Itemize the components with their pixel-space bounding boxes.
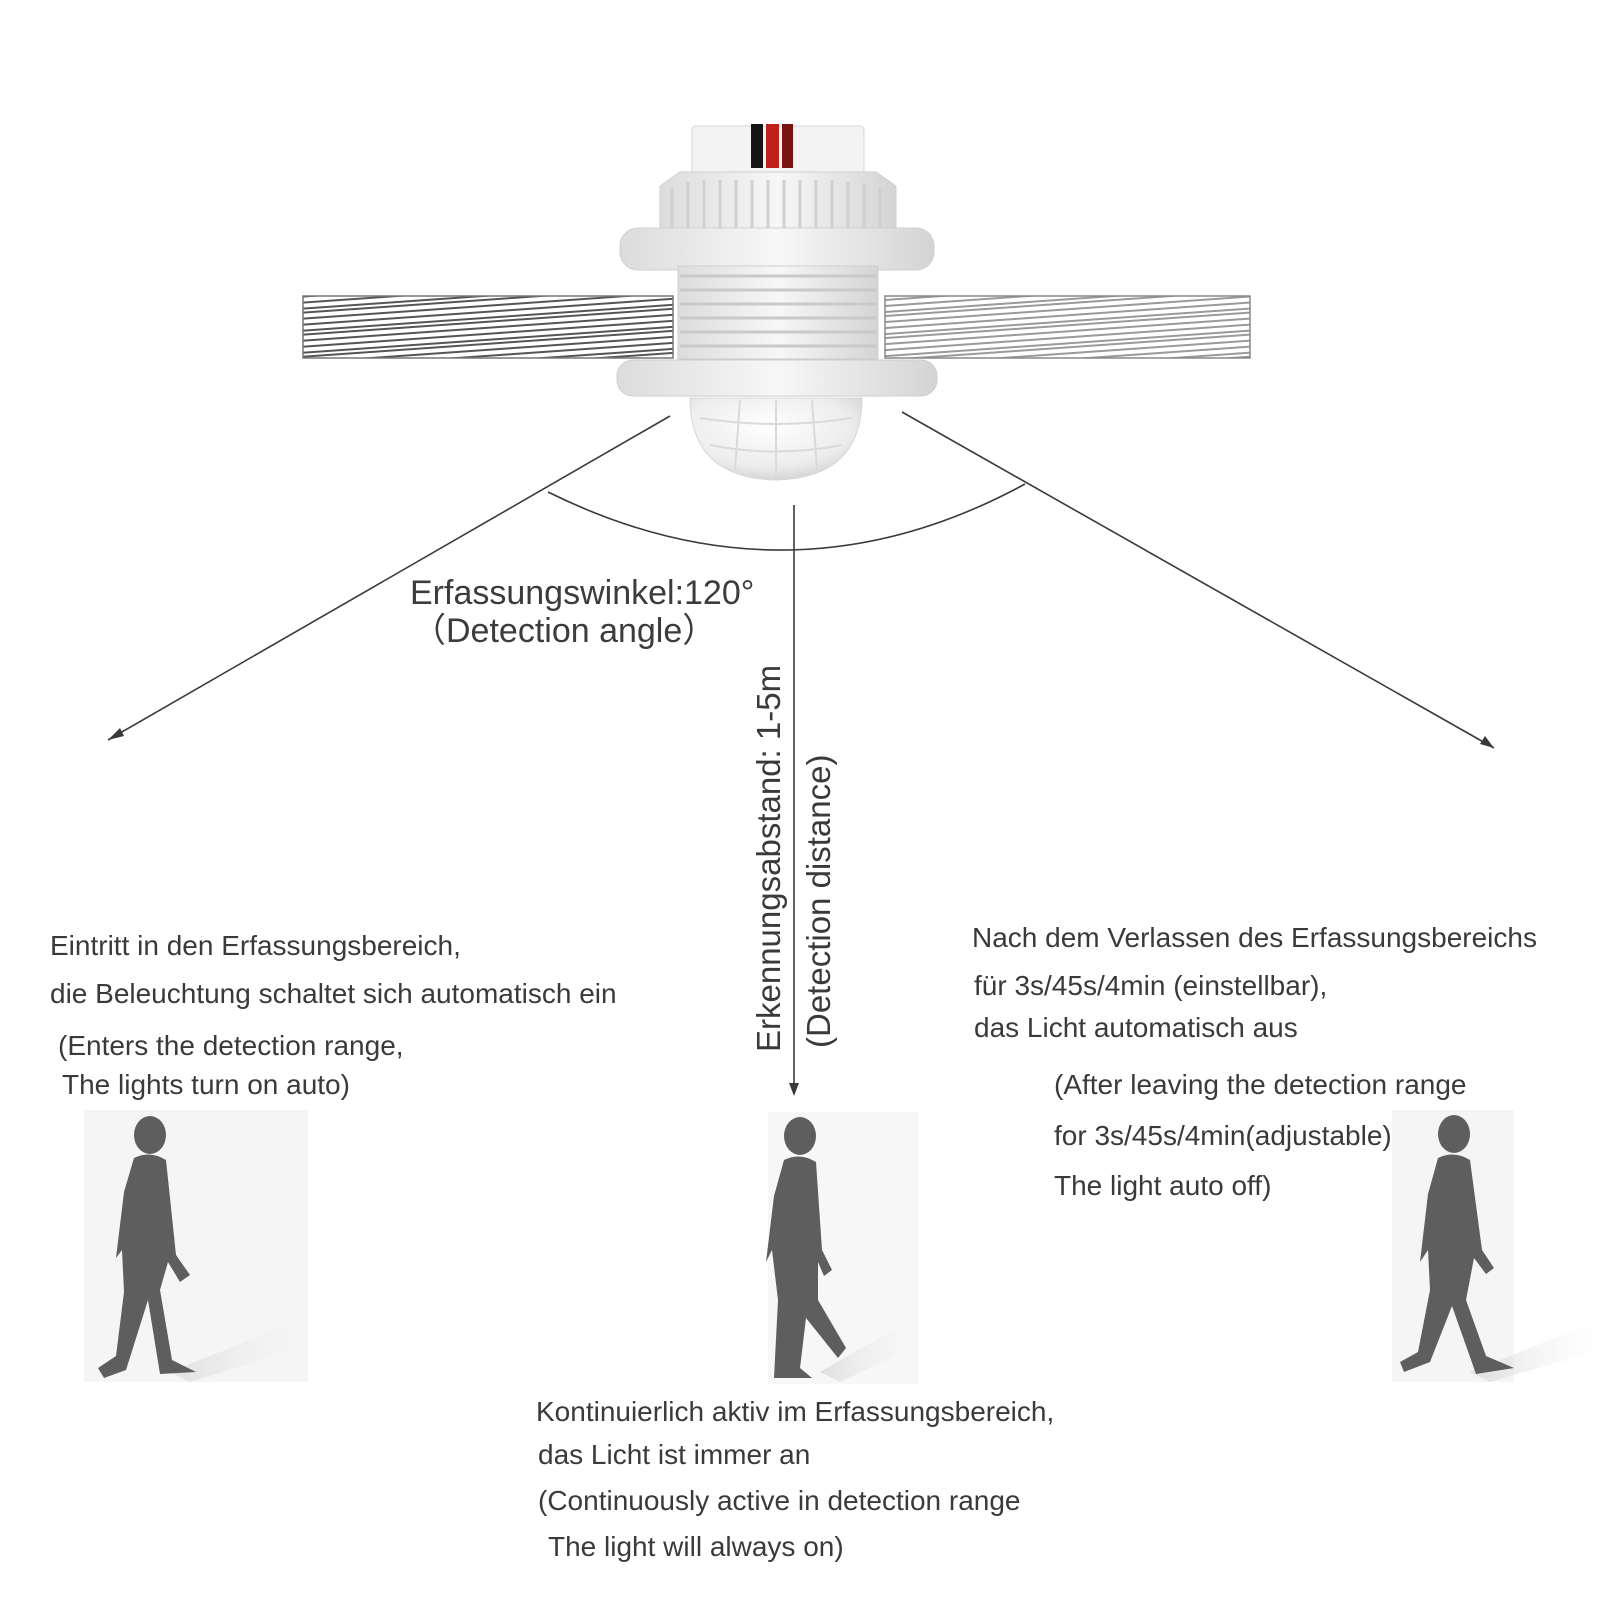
angle-sublabel: （Detection angle） (412, 612, 717, 650)
pir-sensor-device (616, 124, 938, 481)
right-detection-ray (901, 411, 1495, 749)
left-note-en-line1: (Enters the detection range, (58, 1030, 404, 1061)
distance-sublabel: (Detection distance) (800, 754, 837, 1048)
person-right (1392, 1110, 1601, 1382)
ceiling-right-board (884, 295, 1251, 359)
right-note-de-line1: Nach dem Verlassen des Erfassungsbereich… (972, 922, 1537, 953)
distance-label: Erkennungsabstand: 1-5m (750, 664, 787, 1052)
wire-red (766, 124, 779, 168)
wire-dark-red (782, 124, 793, 168)
distance-arrowhead (789, 1083, 799, 1096)
right-note-en-line3: The light auto off) (1054, 1170, 1272, 1201)
right-note-en-line2: for 3s/45s/4min(adjustable) (1054, 1120, 1392, 1151)
bottom-note-de-line1: Kontinuierlich aktiv im Erfassungsbereic… (536, 1396, 1055, 1427)
bottom-note-en-line2: The light will always on) (548, 1531, 844, 1562)
bottom-note-de-line2: das Licht ist immer an (538, 1439, 811, 1470)
left-note-de-line1: Eintritt in den Erfassungsbereich, (50, 930, 461, 961)
left-note-de-line2: die Beleuchtung schaltet sich automatisc… (50, 978, 617, 1009)
right-ray-arrowhead (1480, 736, 1494, 748)
bottom-note-en-line1: (Continuously active in detection range (538, 1485, 1021, 1516)
left-note-en-line2: The lights turn on auto) (62, 1069, 350, 1100)
right-note-de-line3: das Licht automatisch aus (974, 1012, 1298, 1043)
person-middle (766, 1112, 918, 1384)
left-detection-ray (107, 415, 671, 741)
angle-label: Erfassungswinkel:120° (410, 574, 755, 612)
left-ray-arrowhead (108, 728, 124, 740)
wire-black (751, 124, 763, 168)
right-note-de-line2: für 3s/45s/4min (einstellbar), (974, 970, 1328, 1001)
ceiling-left-board (302, 295, 674, 359)
angle-arc (547, 483, 1026, 551)
person-left (84, 1110, 310, 1382)
right-note-en-line1: (After leaving the detection range (1054, 1069, 1467, 1100)
detection-angle-lines (107, 411, 1495, 1096)
